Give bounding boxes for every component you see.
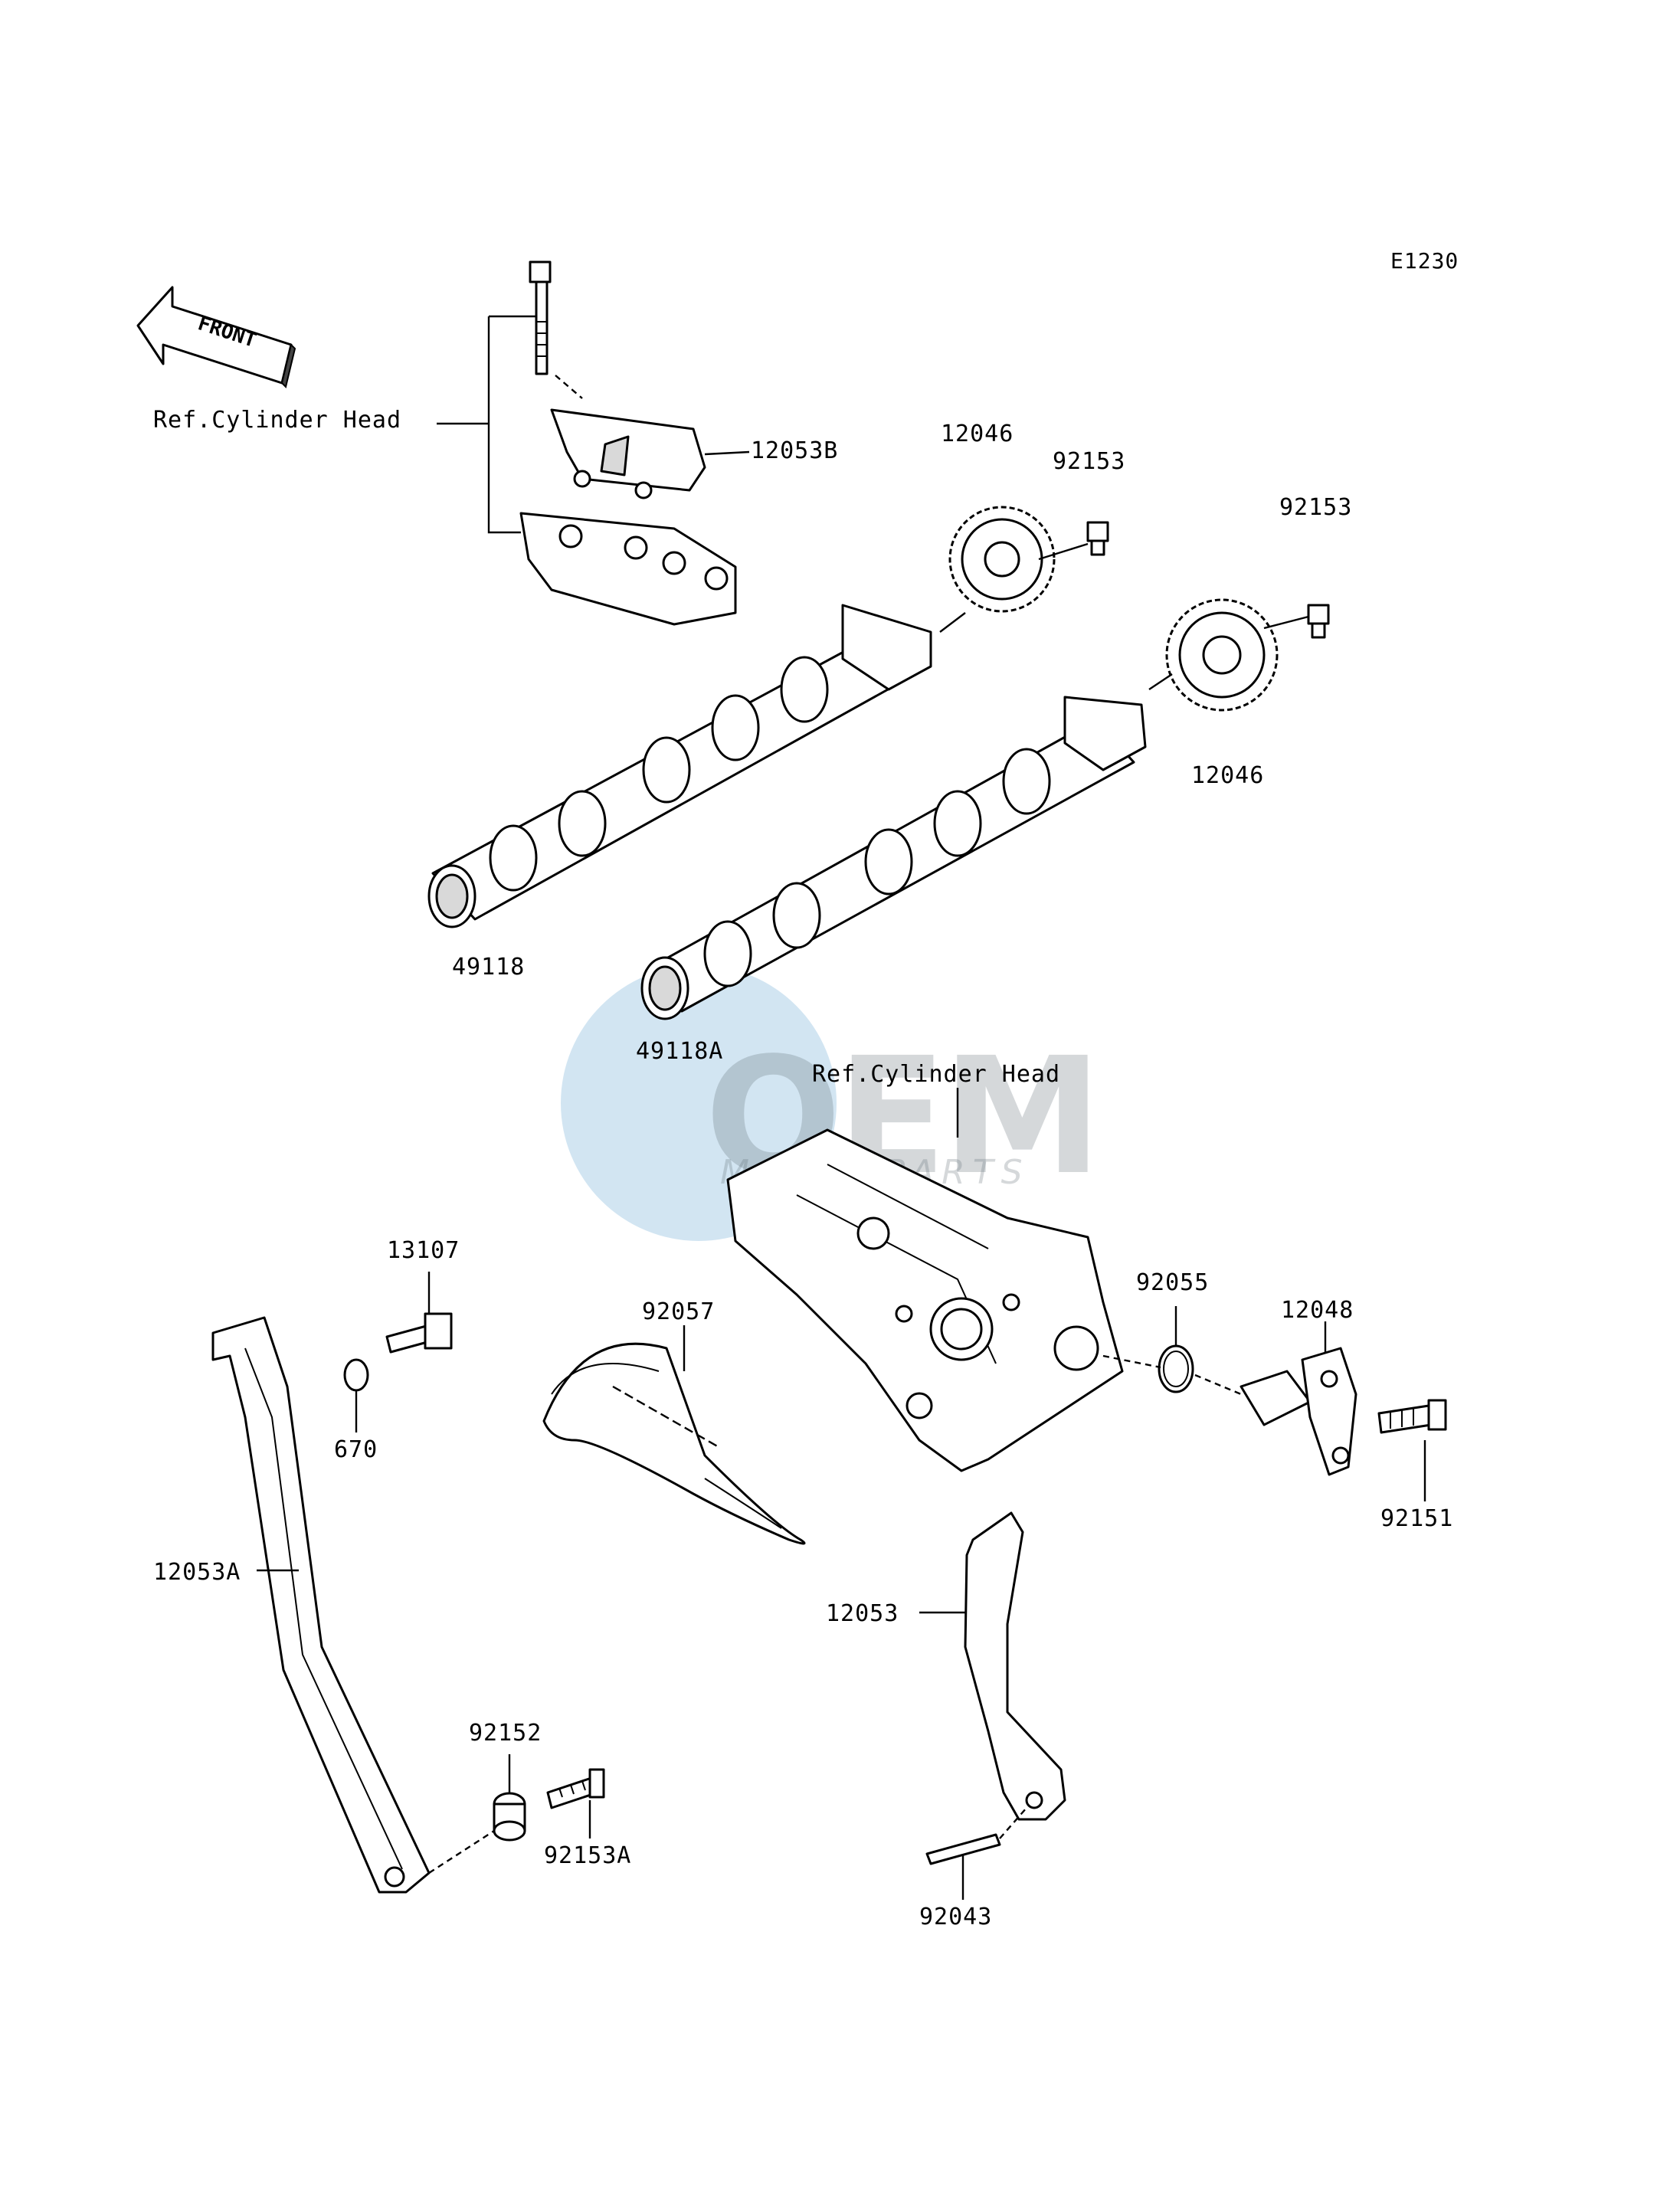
chain-guide-12053A-icon: [211, 1316, 431, 1894]
front-arrow-icon: FRONT: [136, 286, 296, 388]
label-92151: 92151: [1380, 1505, 1453, 1532]
label-12046-top: 12046: [941, 421, 1014, 447]
label-12053B: 12053B: [751, 437, 838, 464]
cam-chain-tensioner-icon: [1240, 1347, 1357, 1476]
washer-670-icon: [343, 1358, 369, 1392]
o-ring-inner: [1163, 1351, 1189, 1387]
diagram-code: E1230: [1390, 248, 1459, 273]
label-12053A: 12053A: [153, 1559, 241, 1586]
leader-92055-axis: [1102, 1354, 1161, 1369]
leader-92043-axis: [999, 1807, 1027, 1839]
label-12046-right: 12046: [1191, 762, 1264, 789]
leader-sprocket-top: [939, 542, 1089, 633]
label-ref-cylinder-head-mid: Ref.Cylinder Head: [812, 1061, 1060, 1088]
label-49118: 49118: [452, 954, 525, 981]
chain-guide-12053-icon: [964, 1511, 1066, 1821]
bolt-13107-icon: [385, 1312, 453, 1354]
camshaft-holder-assembly: [519, 260, 737, 626]
label-92057: 92057: [642, 1298, 715, 1325]
label-49118A: 49118A: [636, 1038, 723, 1065]
bolt-92151-icon: [1377, 1399, 1447, 1434]
label-92055: 92055: [1136, 1269, 1209, 1296]
cylinder-head: [726, 1128, 1124, 1472]
camshaft-intake: [640, 696, 1147, 1020]
label-92153A: 92153A: [544, 1842, 631, 1869]
label-12053: 12053: [826, 1600, 899, 1627]
cam-sprocket-top-icon: [948, 506, 1056, 613]
sprocket-bolt-top-icon: [1086, 521, 1109, 556]
cam-chain-92057-icon: [542, 1342, 806, 1545]
label-13107: 13107: [387, 1237, 460, 1264]
pin-92043-icon: [925, 1833, 1001, 1865]
leader-ref-top: [487, 315, 536, 534]
label-670: 670: [334, 1436, 378, 1463]
leader-sprocket-right: [1148, 615, 1309, 690]
label-ref-cylinder-head-top: Ref.Cylinder Head: [153, 407, 401, 434]
collar-92152-icon: [493, 1792, 526, 1842]
sprocket-bolt-right-icon: [1307, 604, 1330, 639]
leader-12053B: [704, 450, 750, 456]
label-92043: 92043: [919, 1904, 992, 1930]
label-12048: 12048: [1281, 1297, 1354, 1324]
leader-92152-axis: [428, 1829, 495, 1874]
leader-12048-axis: [1194, 1374, 1242, 1396]
cam-sprocket-right-icon: [1165, 598, 1279, 712]
camshaft-exhaust: [427, 604, 932, 928]
label-92152: 92152: [469, 1720, 542, 1747]
label-92153-a: 92153: [1053, 448, 1125, 475]
label-92153-b: 92153: [1279, 494, 1352, 521]
bolt-92153A-icon: [546, 1768, 605, 1809]
